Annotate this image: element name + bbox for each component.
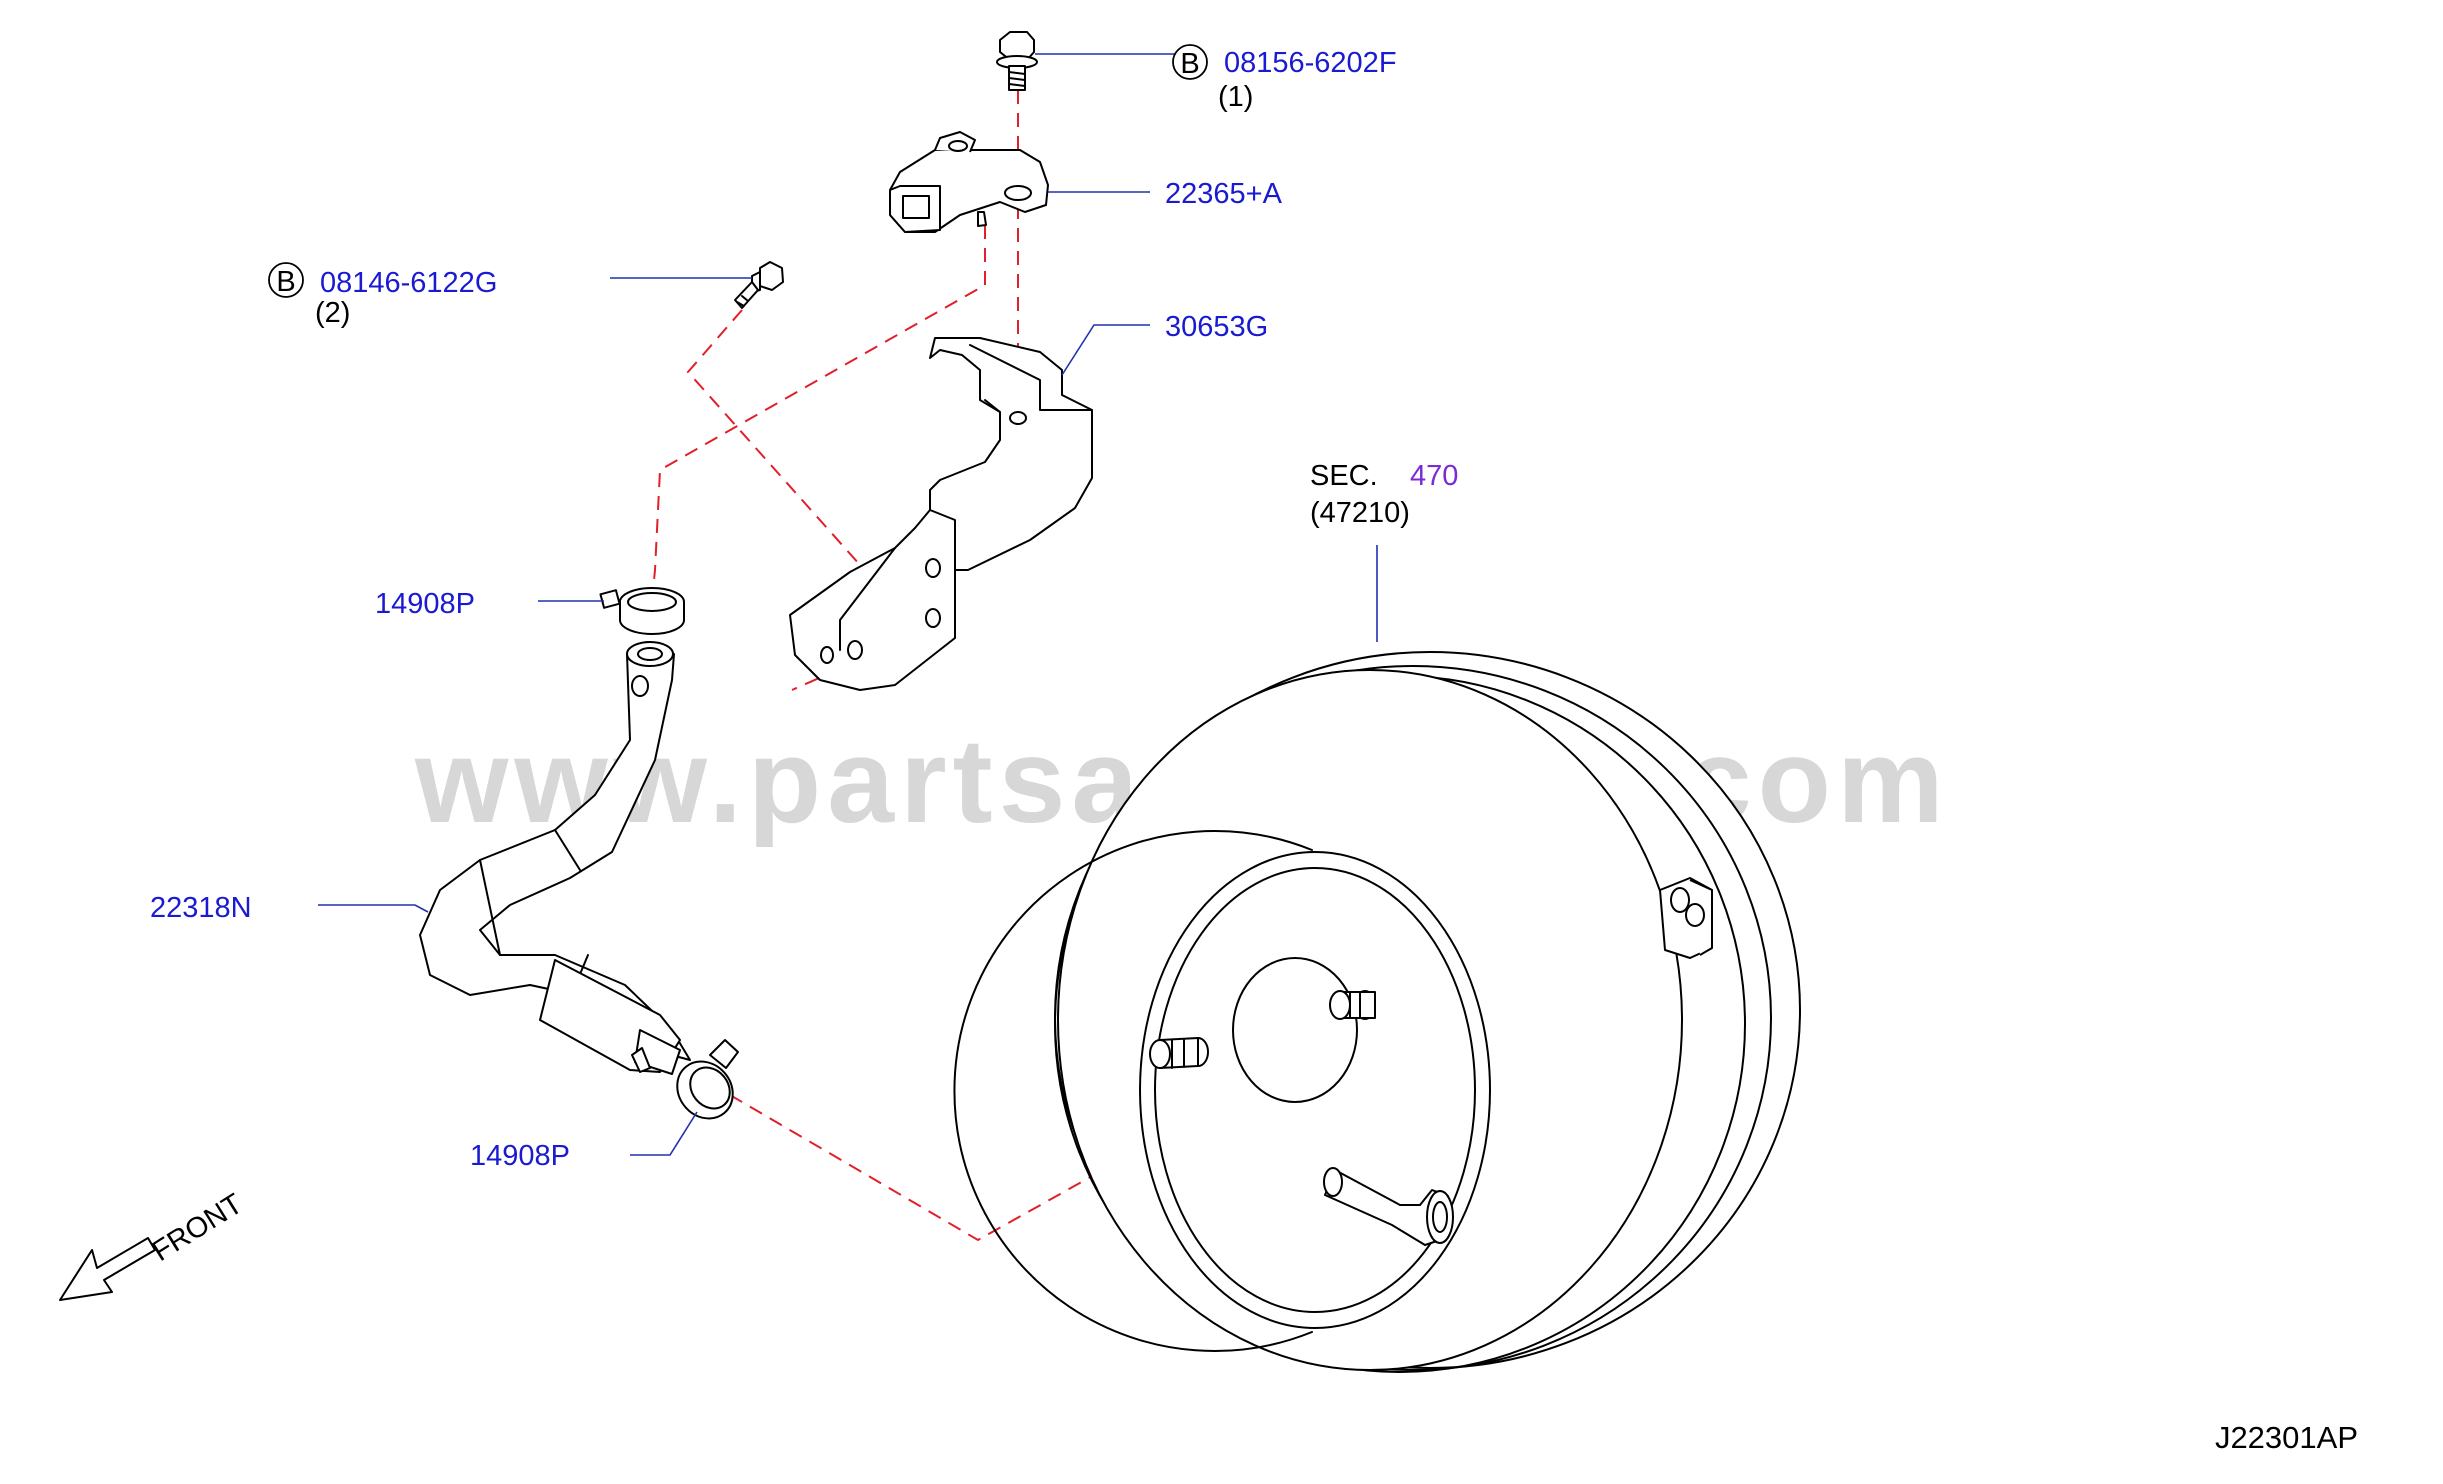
svg-text:B: B (276, 266, 295, 298)
section-number[interactable]: 470 (1410, 460, 1458, 492)
section-sub: (47210) (1310, 497, 1410, 529)
brake-booster-icon[interactable] (953, 651, 1801, 1373)
label-22318n[interactable]: 22318N (150, 892, 252, 924)
diagram-code: J22301AP (2215, 1420, 2358, 1455)
qty-08156-6202f: (1) (1218, 81, 1253, 113)
leader-lines (318, 53, 1378, 1156)
sensor-22365a-icon[interactable] (889, 131, 1049, 233)
label-30653g[interactable]: 30653G (1165, 311, 1268, 343)
section-prefix: SEC. (1310, 460, 1378, 492)
qty-08146-6122g: (2) (315, 297, 350, 329)
hose-22318n-icon[interactable] (419, 641, 691, 1075)
badge-b-08156: B (1172, 44, 1208, 80)
label-14908p-top[interactable]: 14908P (375, 588, 475, 620)
svg-text:B: B (1180, 48, 1199, 80)
label-08146-6122g[interactable]: 08146-6122G (320, 267, 497, 299)
label-08156-6202f[interactable]: 08156-6202F (1224, 47, 1397, 79)
clamp-top-14908p-icon[interactable] (599, 587, 685, 635)
label-22365a[interactable]: 22365+A (1165, 178, 1283, 210)
front-arrow-icon (59, 1237, 156, 1301)
front-label: FRONT (147, 1188, 249, 1268)
label-14908p-bottom[interactable]: 14908P (470, 1140, 570, 1172)
clamp-bottom-14908p-icon[interactable] (666, 1039, 744, 1130)
bolt-08146-6122g-icon[interactable] (734, 261, 784, 309)
bracket-30653g-icon[interactable] (789, 337, 1093, 691)
bolt-08156-6202f-icon[interactable] (996, 31, 1038, 91)
badge-b-08146: B (268, 262, 304, 298)
